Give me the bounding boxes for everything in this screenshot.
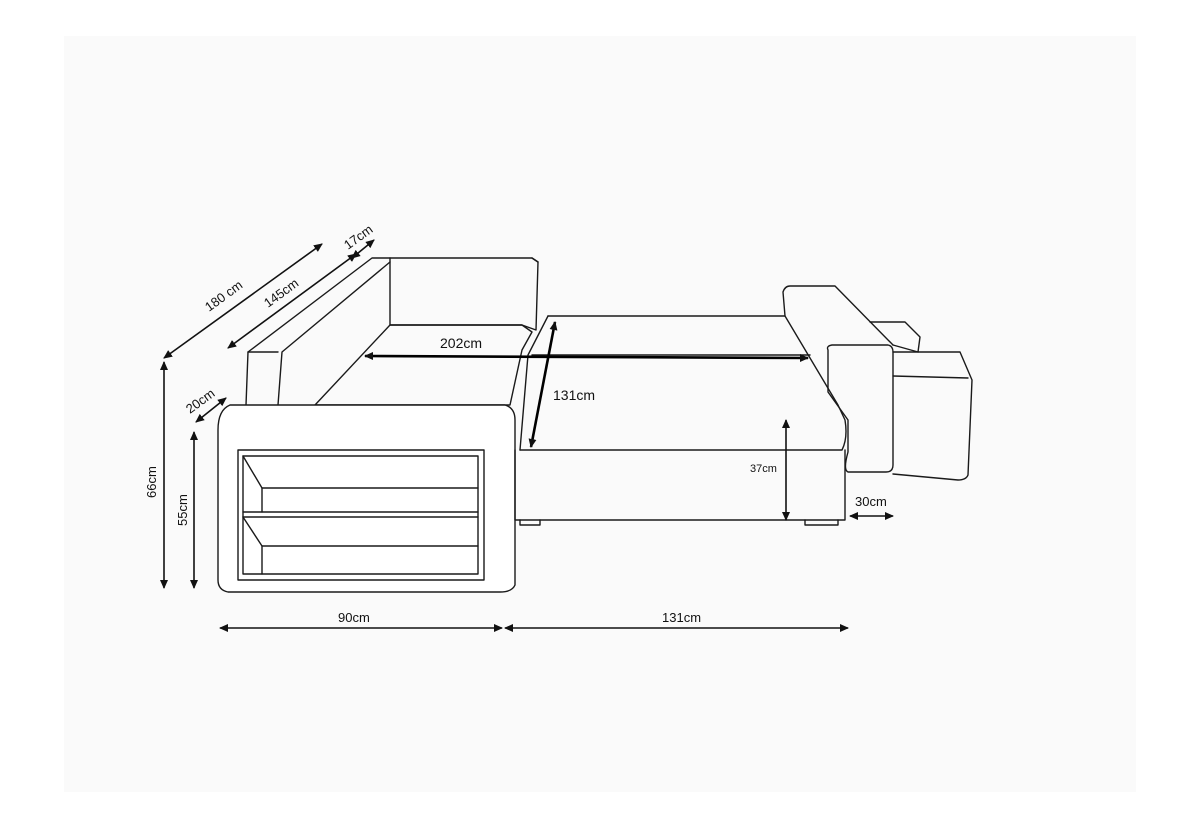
label-131-bottom: 131cm bbox=[662, 610, 701, 625]
label-20: 20cm bbox=[183, 386, 218, 417]
label-202: 202cm bbox=[440, 335, 482, 351]
label-90: 90cm bbox=[338, 610, 370, 625]
label-37: 37cm bbox=[750, 463, 777, 475]
pull-out bbox=[892, 351, 973, 481]
bed-mattress bbox=[519, 315, 847, 451]
dim-line-131-bed bbox=[528, 321, 558, 448]
backrest bbox=[389, 257, 539, 331]
shelf-frame bbox=[237, 449, 485, 581]
dimension-lines bbox=[160, 239, 894, 632]
label-66: 66cm bbox=[144, 466, 159, 498]
sofa-outline bbox=[217, 257, 973, 593]
label-17: 17cm bbox=[341, 222, 376, 253]
label-30: 30cm bbox=[855, 494, 887, 509]
dim-line-17 bbox=[351, 239, 375, 259]
label-180: 180 cm bbox=[202, 277, 245, 314]
dim-line-20 bbox=[195, 397, 227, 423]
label-55: 55cm bbox=[175, 494, 190, 526]
right-armrest bbox=[826, 344, 894, 473]
corner-seat bbox=[314, 324, 533, 406]
dim-line-202 bbox=[364, 352, 809, 362]
dim-line-180 bbox=[163, 243, 323, 359]
label-131-bed: 131cm bbox=[553, 387, 595, 403]
right-backrest bbox=[782, 285, 894, 346]
label-145: 145cm bbox=[261, 275, 301, 310]
bed-base bbox=[514, 449, 846, 521]
dim-line-145 bbox=[227, 253, 357, 349]
